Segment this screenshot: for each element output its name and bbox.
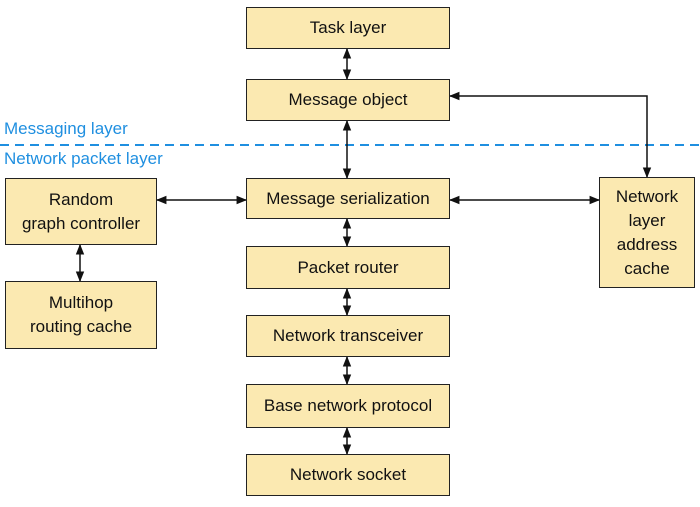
network-socket-box: Network socket [246,454,450,496]
network-transceiver-box: Network transceiver [246,315,450,357]
messaging-layer-label: Messaging layer [4,119,128,138]
message-serialization-box: Message serialization [246,178,450,219]
multihop-routing-cache-box: Multihop routing cache [5,281,157,349]
task-layer-box: Task layer [246,7,450,49]
packet-router-box: Packet router [246,246,450,289]
network-layer-address-cache-box: Network layer address cache [599,177,695,288]
random-graph-controller-box: Random graph controller [5,178,157,245]
link-message-address-cache [448,91,652,179]
base-network-protocol-box: Base network protocol [246,384,450,428]
network-packet-layer-label: Network packet layer [4,149,163,168]
message-object-box: Message object [246,79,450,121]
